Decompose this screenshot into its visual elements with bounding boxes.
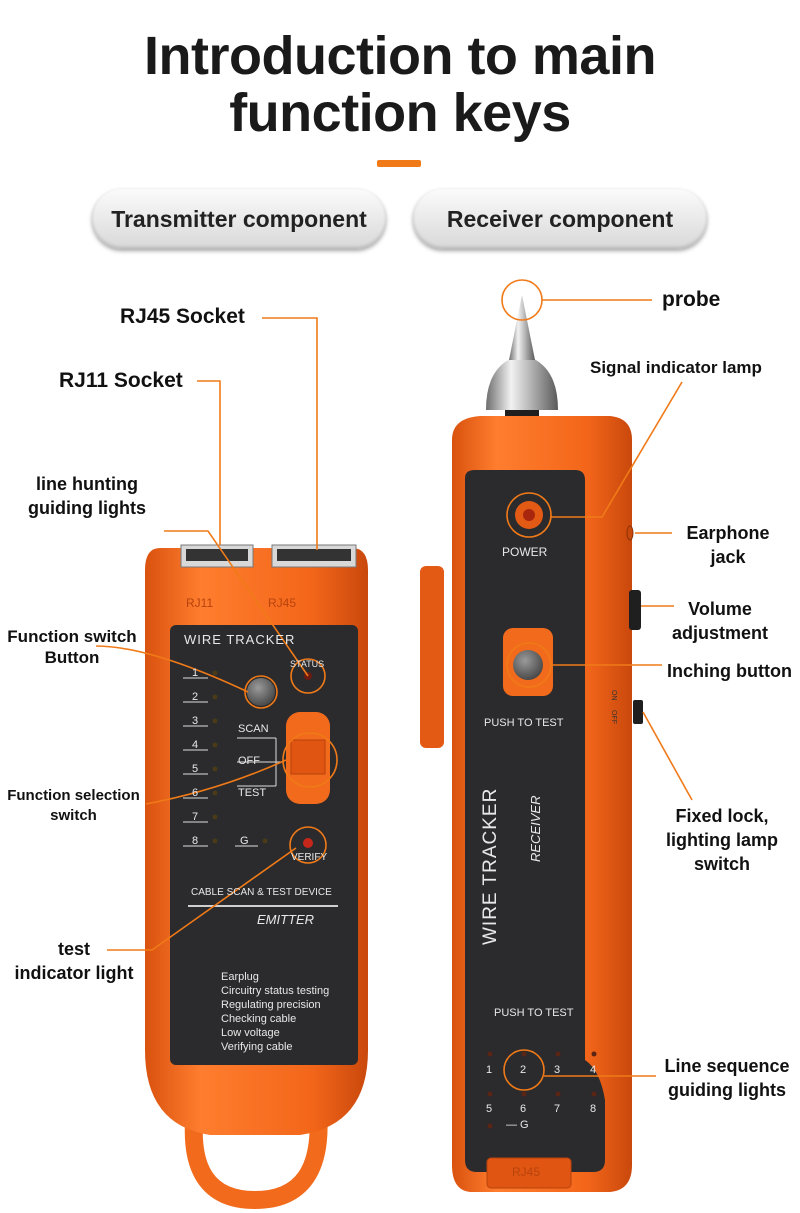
label-volume-adjustment: Volume adjustment <box>660 597 780 645</box>
label-rj11-socket: RJ11 Socket <box>59 369 183 392</box>
label-line-sequence-1: Line sequence <box>664 1056 790 1076</box>
label-line-hunting-2: guiding lights <box>28 498 146 518</box>
tx-verify-label: VERIFY <box>291 852 328 863</box>
tx-model: EMITTER <box>257 912 315 927</box>
rx-switch-on: ON <box>610 690 617 701</box>
label-function-selection: Function selection switch <box>2 786 145 826</box>
rx-num-4: 4 <box>590 1064 597 1076</box>
label-earphone-jack-1: Earphone <box>686 523 770 543</box>
rx-switch-off: OFF <box>610 710 617 724</box>
tx-top-right-label: RJ45 <box>268 596 297 610</box>
rx-num-7: 7 <box>554 1103 561 1115</box>
rx-num-3: 3 <box>554 1064 561 1076</box>
rx-num-1: 1 <box>486 1064 493 1076</box>
page-title: Introduction to main function keys <box>0 28 800 142</box>
label-test-indicator-1: test <box>57 939 90 959</box>
tx-feature-1: Earplug <box>221 971 259 983</box>
tx-line-8: 8 <box>192 835 199 847</box>
tx-feature-3: Regulating precision <box>221 999 321 1011</box>
label-function-switch-1: Function switch <box>7 627 137 646</box>
rx-push-label-2: PUSH TO TEST <box>494 1007 574 1019</box>
tx-line-1: 1 <box>192 667 199 679</box>
label-lock-switch-2: lighting lamp <box>666 830 778 850</box>
label-inching-button: Inching button <box>667 661 792 681</box>
label-test-indicator-2: indicator light <box>14 963 134 983</box>
tx-line-3: 3 <box>192 715 199 727</box>
tx-feature-6: Verifying cable <box>221 1041 293 1053</box>
label-line-sequence-2: guiding lights <box>668 1080 786 1100</box>
tx-line-5: 5 <box>192 763 199 775</box>
rx-g-label: — G <box>506 1119 529 1131</box>
label-volume-adjustment-2: adjustment <box>671 623 768 643</box>
tx-line-2: 2 <box>192 691 199 703</box>
label-line-sequence: Line sequence guiding lights <box>656 1054 798 1102</box>
title-line-2: function keys <box>229 83 571 143</box>
tx-line-4: 4 <box>192 739 199 751</box>
tab-receiver[interactable]: Receiver component <box>413 189 707 249</box>
label-lock-switch: Fixed lock, lighting lamp switch <box>652 804 792 876</box>
tx-caption: CABLE SCAN & TEST DEVICE <box>191 887 332 898</box>
label-function-switch-2: Button <box>44 648 100 667</box>
tx-brand: WIRE TRACKER <box>184 632 296 647</box>
rx-num-2: 2 <box>520 1064 527 1076</box>
label-function-selection-1: Function selection <box>7 787 140 804</box>
tx-scan-label: SCAN <box>238 723 269 735</box>
label-function-selection-2: switch <box>50 807 97 824</box>
rx-num-5: 5 <box>486 1103 493 1115</box>
rx-push-label-1: PUSH TO TEST <box>484 717 564 729</box>
label-line-hunting: line hunting guiding lights <box>22 472 152 520</box>
tx-feature-4: Checking cable <box>221 1013 297 1025</box>
callout-lines <box>95 279 693 1091</box>
rx-power-label: POWER <box>502 545 548 559</box>
rx-num-6: 6 <box>520 1103 527 1115</box>
tx-test-label: TEST <box>238 787 267 799</box>
rx-model: RECEIVER <box>528 795 543 862</box>
rx-brand: WIRE TRACKER <box>480 787 501 945</box>
label-rj45-socket: RJ45 Socket <box>120 305 245 328</box>
label-earphone-jack: Earphone jack <box>668 521 788 569</box>
tx-line-6: 6 <box>192 787 199 799</box>
tab-transmitter[interactable]: Transmitter component <box>92 189 386 249</box>
rx-num-8: 8 <box>590 1103 597 1115</box>
title-line-1: Introduction to main <box>144 26 656 86</box>
rx-bottom-socket-label: RJ45 <box>512 1165 541 1179</box>
label-line-hunting-1: line hunting <box>36 474 138 494</box>
tx-status-label: STATUS <box>290 659 325 669</box>
tx-line-7: 7 <box>192 811 199 823</box>
label-volume-adjustment-1: Volume <box>688 599 752 619</box>
receiver-device <box>420 295 643 1192</box>
label-lock-switch-1: Fixed lock, <box>675 806 769 826</box>
label-lock-switch-3: switch <box>693 854 750 874</box>
label-test-indicator: test indicator light <box>4 937 144 985</box>
label-function-switch: Function switch Button <box>4 626 140 668</box>
transmitter-device <box>145 544 368 1210</box>
label-probe: probe <box>662 288 721 311</box>
tx-off-label: OFF <box>238 755 260 767</box>
tx-g-label: G <box>240 835 249 847</box>
tx-top-left-label: RJ11 <box>186 596 214 610</box>
label-earphone-jack-2: jack <box>710 547 746 567</box>
tx-feature-2: Circuitry status testing <box>221 985 330 997</box>
label-signal-indicator: Signal indicator lamp <box>590 358 762 377</box>
tx-feature-5: Low voltage <box>221 1027 280 1039</box>
title-accent-bar <box>377 160 421 167</box>
